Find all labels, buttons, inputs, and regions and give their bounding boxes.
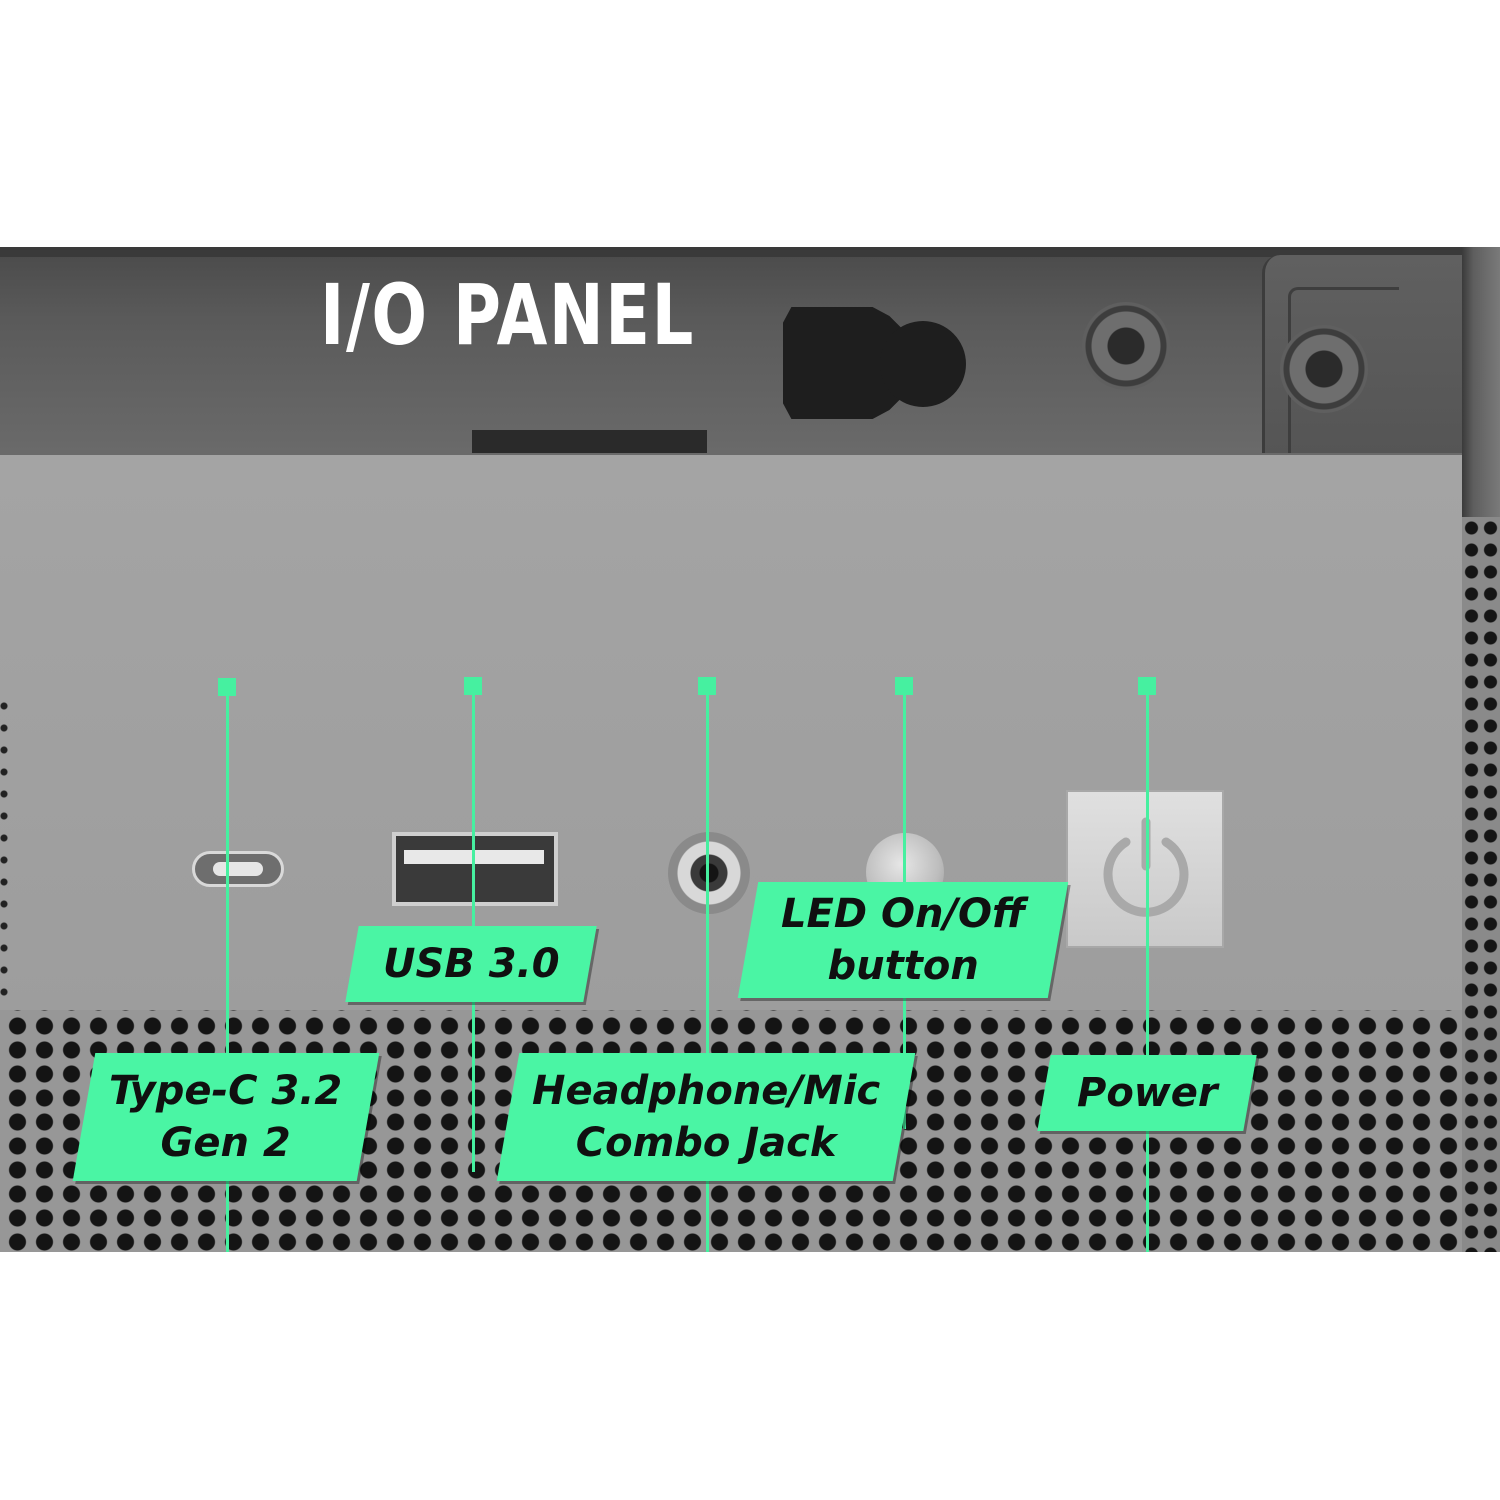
perforation-left — [0, 695, 8, 1015]
label-power: Power — [1037, 1055, 1257, 1131]
top-edge — [0, 247, 1500, 257]
io-panel-photo: I/O PANEL Type-C 3.2 Gen 2 USB 3.0 Headp… — [0, 247, 1500, 1252]
type-c-callout-line — [226, 687, 229, 1252]
panel-slot — [472, 430, 707, 453]
latch-cutout-round — [880, 321, 966, 407]
label-led-button: LED On/Off button — [737, 882, 1069, 998]
perforation-right — [1462, 517, 1500, 1252]
headphone-callout-line — [706, 687, 709, 1252]
screw-hole-1 — [1082, 302, 1170, 390]
label-type-c: Type-C 3.2 Gen 2 — [72, 1053, 380, 1181]
usb-c-port — [192, 851, 284, 887]
headphone-callout-dot — [698, 677, 716, 695]
top-metal-band — [0, 247, 1500, 453]
power-button — [1066, 790, 1224, 948]
usb-a-port — [392, 832, 558, 906]
page-title: I/O PANEL — [320, 266, 695, 364]
usb3-callout-dot — [464, 677, 482, 695]
audio-jack — [668, 832, 750, 914]
label-usb3: USB 3.0 — [345, 926, 597, 1002]
power-callout-line — [1146, 687, 1149, 1252]
label-headphone-mic: Headphone/Mic Combo Jack — [496, 1053, 916, 1181]
led-callout-dot — [895, 677, 913, 695]
power-callout-dot — [1138, 677, 1156, 695]
screw-hole-2 — [1280, 325, 1368, 413]
